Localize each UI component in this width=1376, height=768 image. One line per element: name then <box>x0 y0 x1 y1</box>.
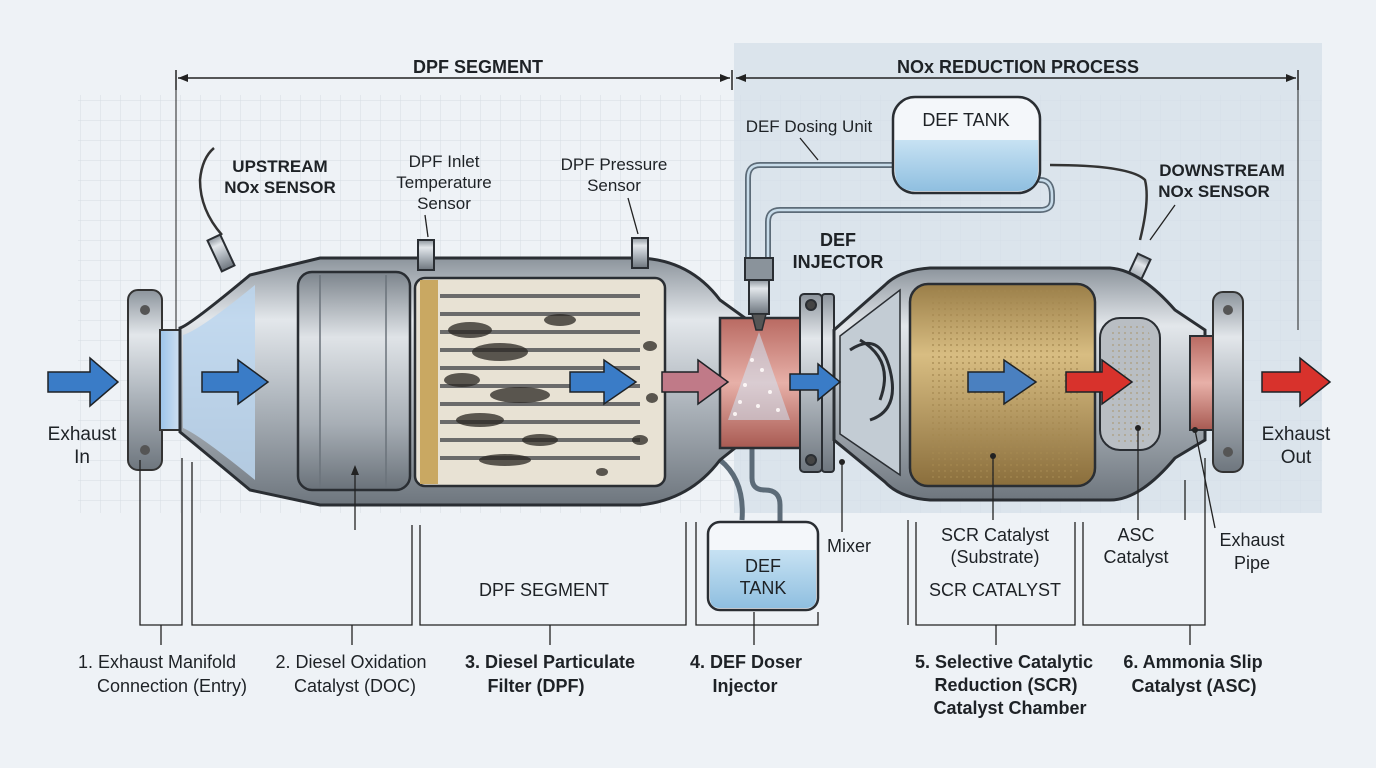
mixer-cone <box>839 288 901 477</box>
def-injector <box>744 257 774 331</box>
dpf-pressure-label-2: Sensor <box>587 176 641 195</box>
mixer-label: Mixer <box>827 536 871 556</box>
component-5-line-1: 5. Selective Catalytic <box>915 652 1093 672</box>
component-4-line-1: 4. DEF Doser <box>690 652 802 672</box>
header-dpf-segment: DPF SEGMENT <box>413 57 543 77</box>
asc-label-1: ASC <box>1117 525 1154 545</box>
component-5: 5. Selective Catalytic Reduction (SCR) C… <box>915 652 1093 718</box>
dpf-inlet-temp-label-1: DPF Inlet <box>409 152 480 171</box>
component-6-line-2: Catalyst (ASC) <box>1131 676 1256 696</box>
def-dosing-unit-label: DEF Dosing Unit <box>746 117 873 136</box>
def-tank-bottom-label-2: TANK <box>740 578 787 598</box>
component-3-line-1: 3. Diesel Particulate <box>465 652 635 672</box>
asc-label-2: Catalyst <box>1103 547 1168 567</box>
exhaust-pipe-label-2: Pipe <box>1234 553 1270 573</box>
def-spray <box>728 332 790 420</box>
exhaust-out-label-1: Exhaust <box>1262 424 1331 445</box>
exhaust-in-label-2: In <box>74 447 90 468</box>
def-tank-top <box>891 95 1042 195</box>
component-5-line-3: Catalyst Chamber <box>933 698 1086 718</box>
component-5-line-2: Reduction (SCR) <box>935 675 1078 695</box>
scr-substrate-label-2: (Substrate) <box>950 547 1039 567</box>
zone-dpf-segment: DPF SEGMENT <box>479 580 609 600</box>
component-4: 4. DEF Doser Injector <box>690 652 802 696</box>
sensor-wires <box>198 147 1148 241</box>
component-2-line-2: Catalyst (DOC) <box>294 676 416 696</box>
doc-body <box>296 270 412 492</box>
def-tank-bottom <box>706 520 820 612</box>
component-4-line-2: Injector <box>712 676 777 696</box>
inlet-flange <box>127 289 181 471</box>
def-tank-top-label: DEF TANK <box>922 110 1009 130</box>
component-6: 6. Ammonia Slip Catalyst (ASC) <box>1123 652 1262 696</box>
exhaust-pipe-label-1: Exhaust <box>1219 530 1284 550</box>
scr-substrate-label-1: SCR Catalyst <box>941 525 1049 545</box>
header-dimension-lines <box>175 70 1299 330</box>
downstream-sensor-label-1: DOWNSTREAM <box>1159 161 1285 180</box>
component-3-line-2: Filter (DPF) <box>488 676 585 696</box>
upstream-sensor-label-1: UPSTREAM <box>232 157 327 176</box>
component-1-line-2: Connection (Entry) <box>97 676 247 696</box>
component-3: 3. Diesel Particulate Filter (DPF) <box>465 652 635 696</box>
upstream-sensor-label-2: NOx SENSOR <box>224 178 335 197</box>
exhaust-out-label-2: Out <box>1281 447 1312 468</box>
dpf-pressure-label-1: DPF Pressure <box>561 155 668 174</box>
def-return-lines <box>718 440 783 522</box>
bottom-brackets <box>139 458 1206 645</box>
component-1: 1. Exhaust Manifold Connection (Entry) <box>78 652 247 696</box>
mixer-blades <box>849 338 894 422</box>
def-injector-label-1: DEF <box>820 230 856 250</box>
zone-scr-catalyst: SCR CATALYST <box>929 580 1061 600</box>
dpf-inlet-temp-label-2: Temperature <box>396 173 491 192</box>
component-6-line-1: 6. Ammonia Slip <box>1123 652 1262 672</box>
header-nox-process: NOx REDUCTION PROCESS <box>897 57 1139 77</box>
downstream-sensor-label-2: NOx SENSOR <box>1158 182 1269 201</box>
exhaust-in-label-1: Exhaust <box>48 424 117 445</box>
component-2: 2. Diesel Oxidation Catalyst (DOC) <box>275 652 426 696</box>
component-1-line-1: 1. Exhaust Manifold <box>78 652 236 672</box>
def-injector-label-2: INJECTOR <box>793 252 884 272</box>
flow-arrows <box>47 356 1332 408</box>
component-2-line-1: 2. Diesel Oxidation <box>275 652 426 672</box>
outlet-flange <box>1189 291 1244 473</box>
dpf-inlet-temp-label-3: Sensor <box>417 194 471 213</box>
def-tank-bottom-label-1: DEF <box>745 556 781 576</box>
